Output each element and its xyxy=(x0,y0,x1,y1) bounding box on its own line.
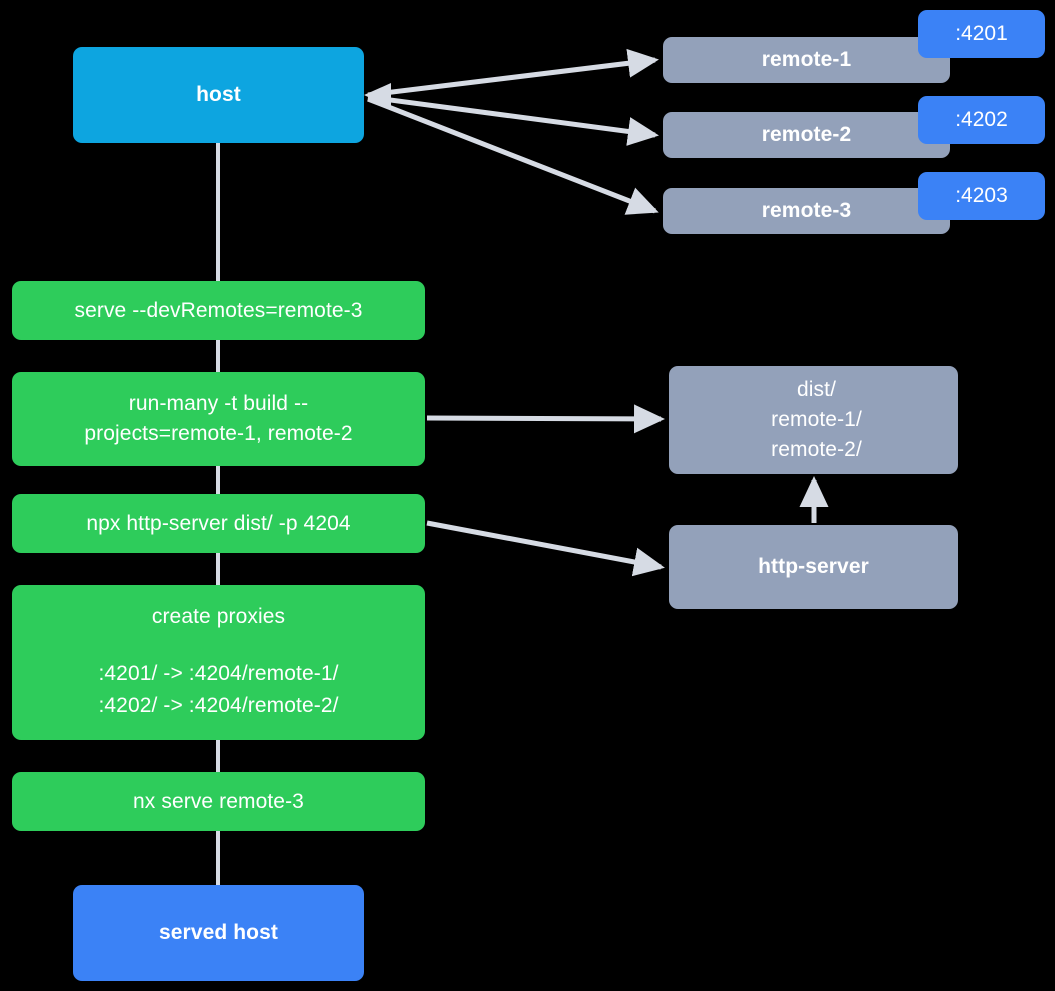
node-remote-3[interactable]: remote-3 xyxy=(663,188,950,234)
command-create-proxies[interactable]: create proxies :4201/ -> :4204/remote-1/… xyxy=(12,585,425,740)
edge-host-to-remote-3 xyxy=(367,96,659,215)
connector-host-to-serve xyxy=(216,143,220,283)
command-nx-serve-remote-3-label: nx serve remote-3 xyxy=(133,789,304,813)
port-badge-remote-1: :4201 xyxy=(918,10,1045,58)
connector-npx-to-proxies xyxy=(216,551,220,587)
command-serve-devremotes-label: serve --devRemotes=remote-3 xyxy=(74,298,363,322)
node-remote-1-label: remote-1 xyxy=(761,48,852,72)
command-run-many-build[interactable]: run-many -t build -- projects=remote-1, … xyxy=(12,372,425,466)
connector-nxserve-to-served xyxy=(216,829,220,887)
edge-host-to-remote-1 xyxy=(367,48,659,98)
connector-proxies-to-nxserve xyxy=(216,738,220,774)
edge-runmany-to-dist xyxy=(426,404,665,434)
port-badge-remote-3-label: :4203 xyxy=(955,184,1008,207)
command-run-many-build-line-1: run-many -t build -- xyxy=(128,392,309,416)
node-remote-1[interactable]: remote-1 xyxy=(663,37,950,83)
node-host-label: host xyxy=(196,83,241,107)
edge-arrowhead-into-host xyxy=(364,83,391,108)
port-badge-remote-1-label: :4201 xyxy=(955,22,1008,45)
command-create-proxies-line-2: :4202/ -> :4204/remote-2/ xyxy=(98,694,339,718)
command-create-proxies-line-1: :4201/ -> :4204/remote-1/ xyxy=(98,661,339,685)
node-http-server-label: http-server xyxy=(758,555,869,579)
node-dist-folder-line-3: remote-2/ xyxy=(771,437,862,461)
connector-runmany-to-npx xyxy=(216,464,220,496)
node-served-host-label: served host xyxy=(159,921,278,945)
node-dist-folder-line-1: dist/ xyxy=(796,378,836,402)
command-serve-devremotes[interactable]: serve --devRemotes=remote-3 xyxy=(12,281,425,340)
command-nx-serve-remote-3[interactable]: nx serve remote-3 xyxy=(12,772,425,831)
command-run-many-build-line-2: projects=remote-1, remote-2 xyxy=(84,422,353,445)
node-served-host[interactable]: served host xyxy=(73,885,364,981)
edge-npx-to-httpserver xyxy=(426,520,665,577)
command-npx-http-server-label: npx http-server dist/ -p 4204 xyxy=(86,511,351,535)
node-remote-2[interactable]: remote-2 xyxy=(663,112,950,158)
node-dist-folder[interactable]: dist/ remote-1/ remote-2/ xyxy=(669,366,958,474)
node-dist-folder-line-2: remote-1/ xyxy=(771,408,862,432)
command-npx-http-server[interactable]: npx http-server dist/ -p 4204 xyxy=(12,494,425,553)
edge-host-to-remote-2 xyxy=(367,94,659,146)
node-host[interactable]: host xyxy=(73,47,364,143)
port-badge-remote-2: :4202 xyxy=(918,96,1045,144)
node-http-server[interactable]: http-server xyxy=(669,525,958,609)
port-badge-remote-2-label: :4202 xyxy=(955,108,1008,131)
connector-serve-to-runmany xyxy=(216,338,220,374)
port-badge-remote-3: :4203 xyxy=(918,172,1045,220)
node-remote-3-label: remote-3 xyxy=(761,199,852,223)
command-create-proxies-title: create proxies xyxy=(151,605,286,629)
node-remote-2-label: remote-2 xyxy=(761,123,852,147)
